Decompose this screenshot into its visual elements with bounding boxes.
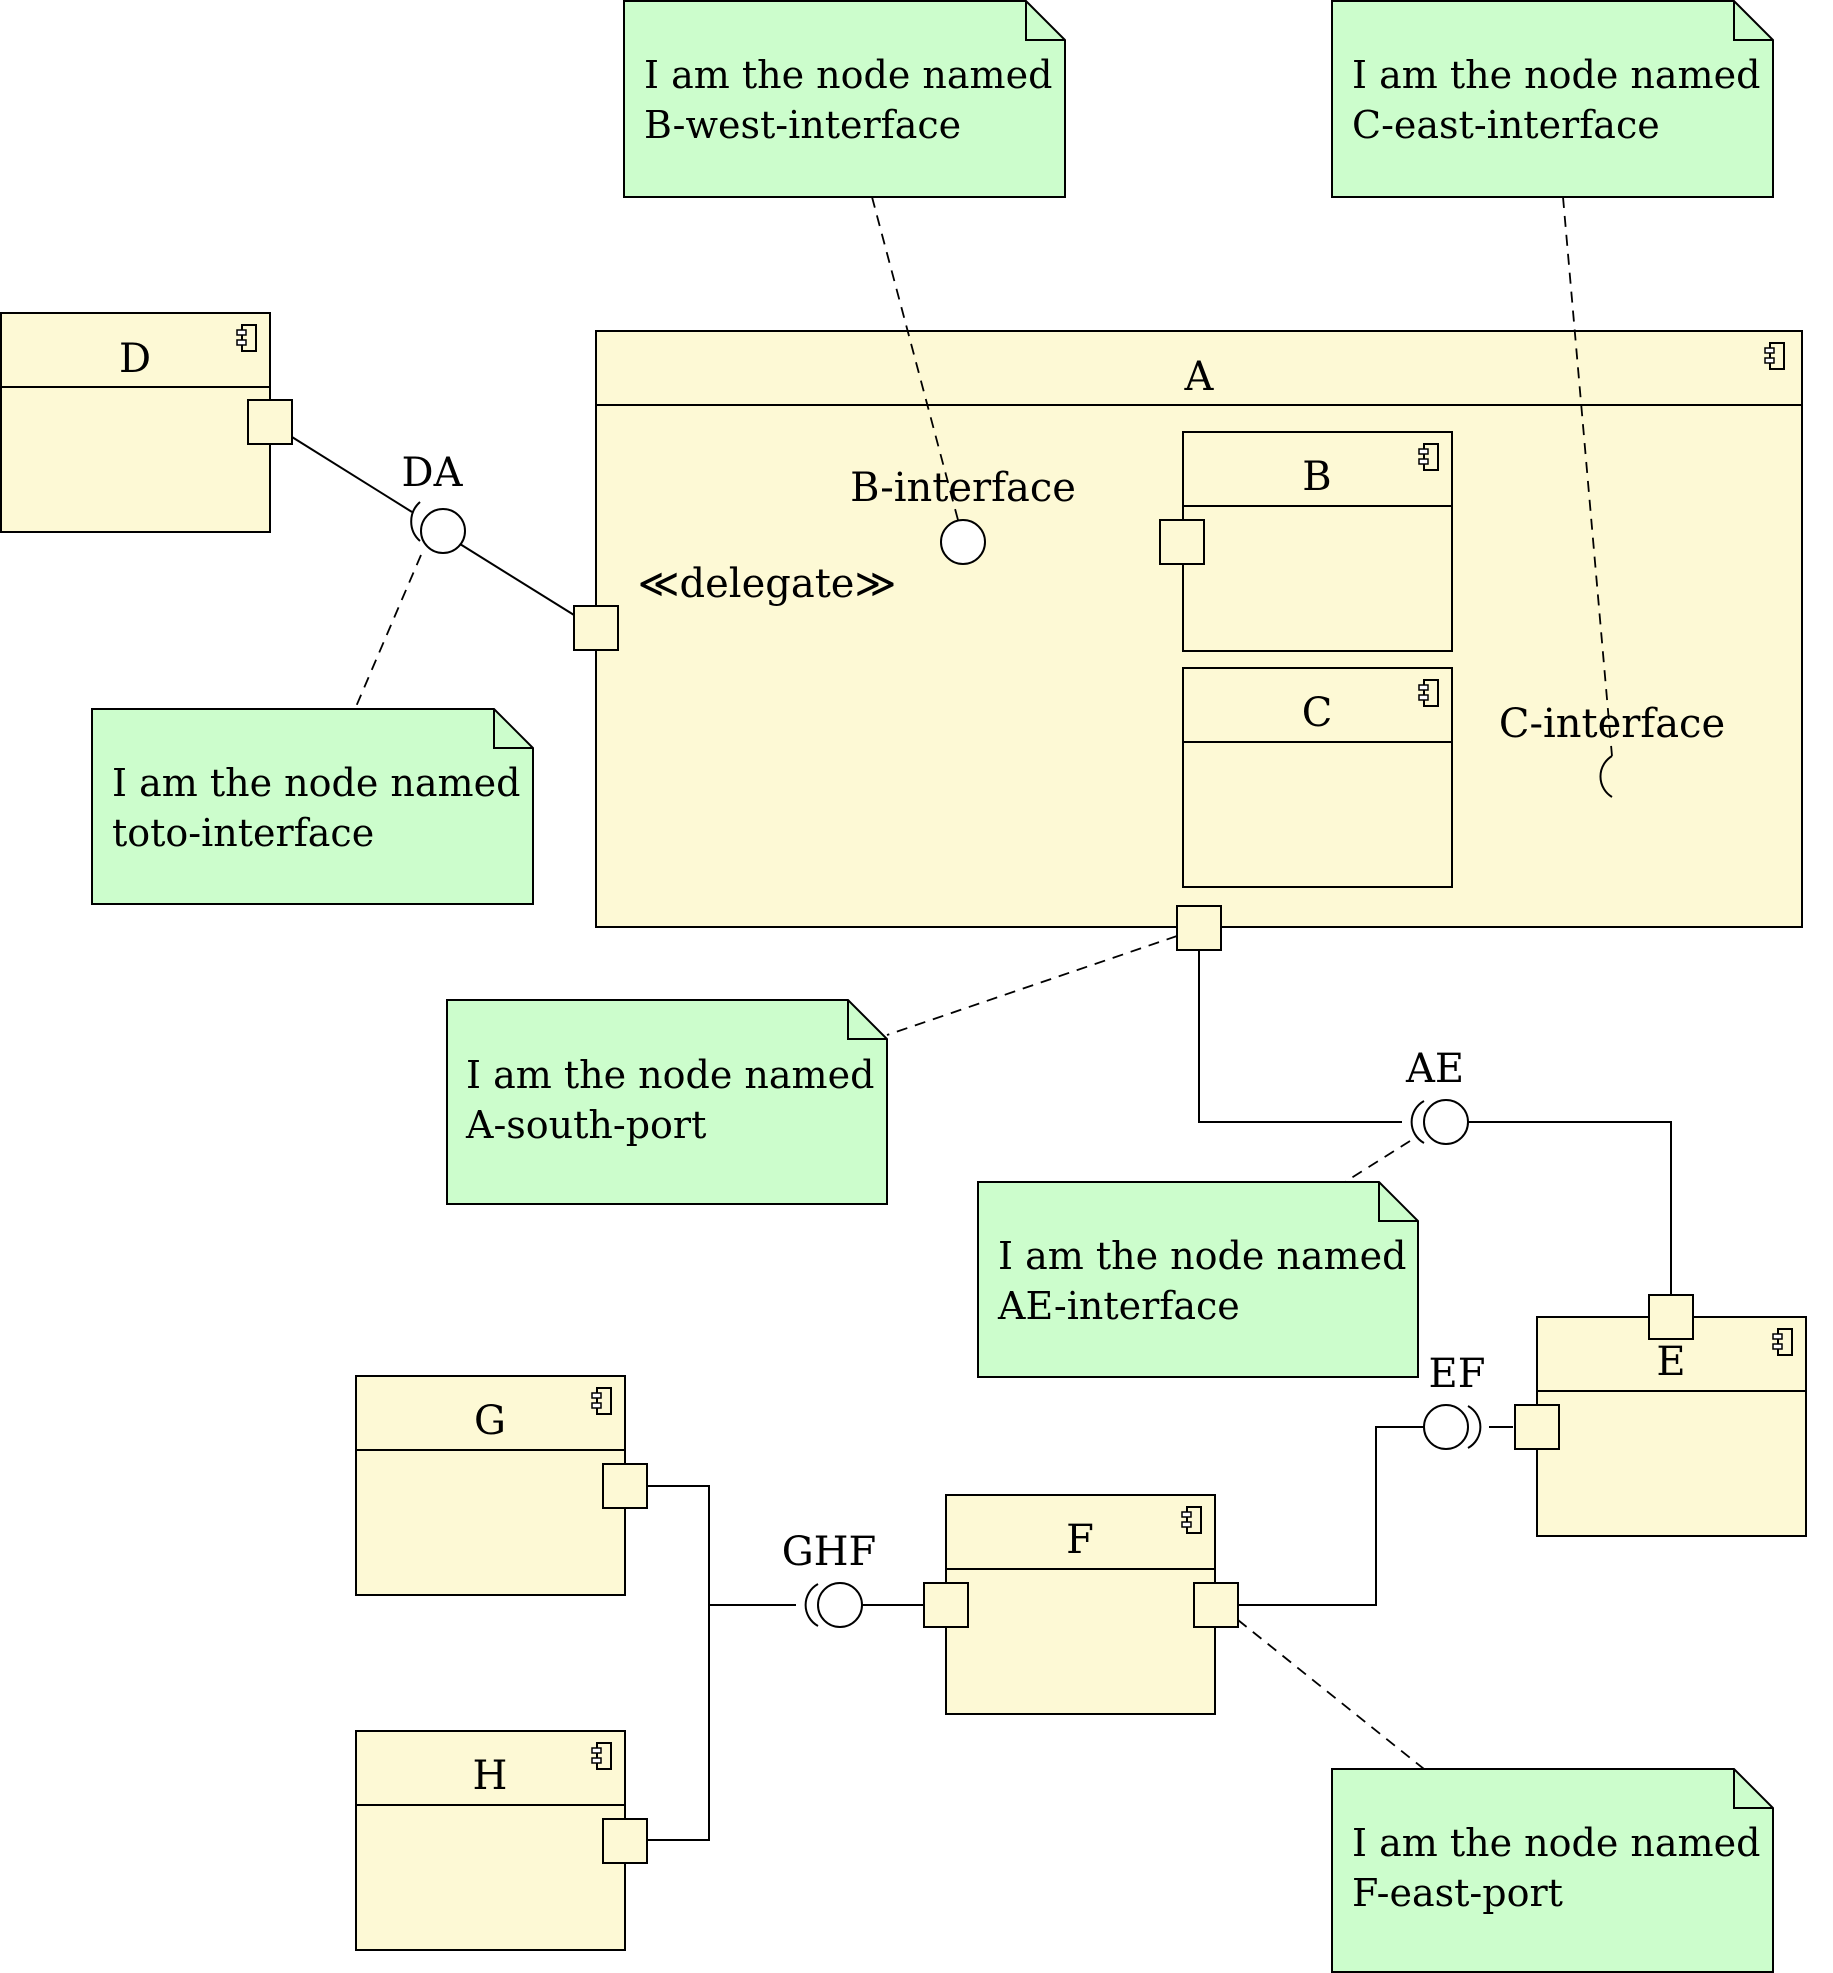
note-c-east-interface: I am the node named C-east-interface (1331, 0, 1774, 198)
note-line-2: B-west-interface (644, 103, 961, 147)
delegate-label: ≪delegate≫ (638, 561, 897, 607)
note-tether-a-south (886, 935, 1178, 1036)
note-line-2: C-east-interface (1352, 103, 1660, 147)
note-line-1: I am the node named (1352, 53, 1760, 97)
f-west-port (923, 1582, 969, 1628)
component-icon (1764, 342, 1785, 370)
note-b-west-interface: I am the node named B-west-interface (623, 0, 1066, 198)
component-icon (1181, 1506, 1202, 1534)
lollipop-circle (817, 1582, 863, 1628)
note-tether-f-east (1237, 1619, 1425, 1770)
interface-label-c: C-interface (1499, 701, 1725, 747)
note-line-1: I am the node named (1352, 1821, 1760, 1865)
component-d-title: D (119, 336, 151, 382)
note-line-2: F-east-port (1352, 1871, 1563, 1915)
ports (247, 399, 1694, 1864)
component-icon (236, 324, 257, 352)
lollipop-circle (940, 519, 986, 565)
lollipop-circle (420, 508, 466, 554)
note-line-1: I am the node named (998, 1234, 1406, 1278)
connector-d-port-to-da (291, 436, 413, 513)
component-h-title: H (473, 1753, 508, 1799)
e-north-port (1648, 1294, 1694, 1340)
component-icon (1418, 679, 1439, 707)
socket-arc (1410, 1100, 1425, 1144)
connector-g-port-to-bus (647, 1485, 710, 1841)
interface-label-da: DA (402, 450, 464, 496)
g-east-port (602, 1463, 648, 1509)
interface-ef (1423, 1404, 1482, 1450)
interface-ghf (804, 1582, 863, 1628)
interface-da (410, 501, 466, 554)
socket-arc (804, 1583, 819, 1627)
component-c: C (1182, 667, 1453, 888)
note-tether-toto (354, 554, 422, 710)
component-icon (1418, 443, 1439, 471)
e-west-port (1514, 1404, 1560, 1450)
note-line-1: I am the node named (112, 761, 520, 805)
note-line-1: I am the node named (466, 1053, 874, 1097)
component-g: G (355, 1375, 626, 1596)
note-line-2: toto-interface (112, 811, 374, 855)
interface-label-ae: AE (1405, 1046, 1464, 1092)
component-b: B (1182, 431, 1453, 652)
note-ae-interface: I am the node named AE-interface (977, 1181, 1419, 1378)
b-west-port (1159, 519, 1205, 565)
component-h: H (355, 1730, 626, 1951)
connector-da-to-a-west-port (459, 543, 575, 616)
note-line-1: I am the node named (644, 53, 1052, 97)
connector-a-south-to-ae (1198, 950, 1402, 1123)
f-east-port (1193, 1582, 1239, 1628)
connector-f-east-to-ef (1237, 1426, 1424, 1606)
interface-b (940, 519, 986, 565)
connector-ae-to-e-port (1467, 1121, 1672, 1295)
socket-arc (1467, 1405, 1482, 1449)
note-f-east-port: I am the node named F-east-port (1331, 1768, 1774, 1973)
a-south-port (1176, 905, 1222, 951)
component-g-title: G (474, 1398, 506, 1444)
component-f: F (945, 1494, 1216, 1715)
component-e: E (1536, 1316, 1807, 1537)
interface-ae (1410, 1099, 1469, 1145)
component-c-title: C (1302, 690, 1333, 736)
lollipop-circle (1423, 1404, 1469, 1450)
note-line-2: A-south-port (465, 1103, 706, 1147)
component-icon (591, 1742, 612, 1770)
component-a-title: A (1184, 354, 1215, 400)
component-e-title: E (1656, 1339, 1685, 1385)
component-d: D (0, 312, 271, 533)
note-toto-interface: I am the node named toto-interface (91, 708, 534, 905)
h-east-port (602, 1818, 648, 1864)
note-tethers (354, 196, 1613, 1770)
note-tether-ae (1344, 1140, 1411, 1183)
d-east-port (247, 399, 293, 445)
component-f-title: F (1066, 1517, 1094, 1563)
socket-arc (1599, 755, 1613, 798)
component-b-title: B (1302, 454, 1331, 500)
lollipop-circle (1423, 1099, 1469, 1145)
note-a-south-port: I am the node named A-south-port (446, 999, 888, 1205)
component-icon (1772, 1328, 1793, 1356)
note-line-2: AE-interface (997, 1284, 1240, 1328)
a-west-port (573, 605, 619, 651)
interface-label-ef: EF (1429, 1351, 1486, 1397)
interface-label-b: B-interface (850, 465, 1076, 511)
socket-arc (410, 501, 421, 542)
component-icon (591, 1387, 612, 1415)
interface-label-ghf: GHF (782, 1529, 877, 1575)
interface-c (1599, 755, 1613, 798)
